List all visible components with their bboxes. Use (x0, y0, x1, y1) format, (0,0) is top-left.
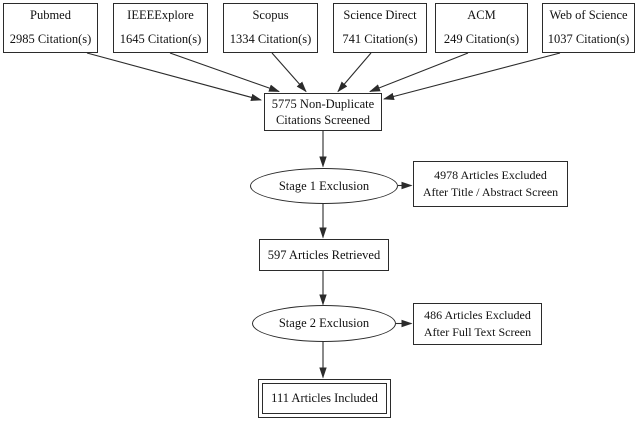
screened-line2: Citations Screened (275, 113, 371, 127)
source-box-sciencedirect: Science Direct 741 Citation(s) (333, 3, 427, 53)
arrow-pubmed-to-screened (86, 52, 262, 101)
stage2-label: Stage 2 Exclusion (278, 316, 370, 330)
stage2-excluded-line1: 486 Articles Excluded (424, 308, 531, 322)
source-citation-count: 249 Citation(s) (443, 32, 520, 46)
stage1-excluded-line2: After Title / Abstract Screen (422, 185, 559, 199)
source-name: ACM (467, 8, 496, 22)
arrow-sciencedirect-to-screened (337, 52, 372, 93)
source-box-ieeexplore: IEEEExplore 1645 Citation(s) (113, 3, 208, 53)
source-name: Web of Science (549, 8, 628, 22)
source-citation-count: 741 Citation(s) (342, 32, 418, 46)
stage2-excluded-line2: After Full Text Screen (423, 325, 532, 339)
included-box-inner: 111 Articles Included (262, 383, 387, 414)
source-box-webofscience: Web of Science 1037 Citation(s) (542, 3, 635, 53)
source-box-acm: ACM 249 Citation(s) (435, 3, 528, 53)
included-box: 111 Articles Included (258, 379, 391, 418)
source-name: IEEEExplore (127, 8, 194, 22)
stage1-exclusion-ellipse: Stage 1 Exclusion (250, 168, 398, 204)
stage1-excluded-line1: 4978 Articles Excluded (434, 168, 547, 182)
source-box-pubmed: Pubmed 2985 Citation(s) (3, 3, 98, 53)
source-citation-count: 2985 Citation(s) (9, 32, 92, 46)
stage2-exclusion-ellipse: Stage 2 Exclusion (252, 305, 396, 342)
source-citation-count: 1645 Citation(s) (119, 32, 202, 46)
arrow-acm-to-screened (369, 52, 469, 93)
stage1-label: Stage 1 Exclusion (278, 178, 370, 193)
screened-box: 5775 Non-Duplicate Citations Screened (264, 93, 382, 131)
arrow-scopus-to-screened (271, 52, 307, 93)
source-citation-count: 1037 Citation(s) (547, 32, 630, 46)
arrow-webofscience-to-screened (383, 52, 561, 101)
source-name: Scopus (252, 8, 289, 22)
source-box-scopus: Scopus 1334 Citation(s) (223, 3, 318, 53)
arrow-ieeexplore-to-screened (169, 52, 280, 93)
stage1-excluded-box: 4978 Articles Excluded After Title / Abs… (413, 161, 568, 207)
retrieved-label: 597 Articles Retrieved (267, 247, 381, 262)
source-name: Pubmed (30, 8, 71, 22)
retrieved-box: 597 Articles Retrieved (259, 239, 389, 271)
screened-line1: 5775 Non-Duplicate (271, 97, 375, 111)
stage2-excluded-box: 486 Articles Excluded After Full Text Sc… (413, 303, 542, 345)
source-name: Science Direct (343, 8, 417, 22)
included-label: 111 Articles Included (271, 391, 378, 405)
source-citation-count: 1334 Citation(s) (229, 32, 312, 46)
